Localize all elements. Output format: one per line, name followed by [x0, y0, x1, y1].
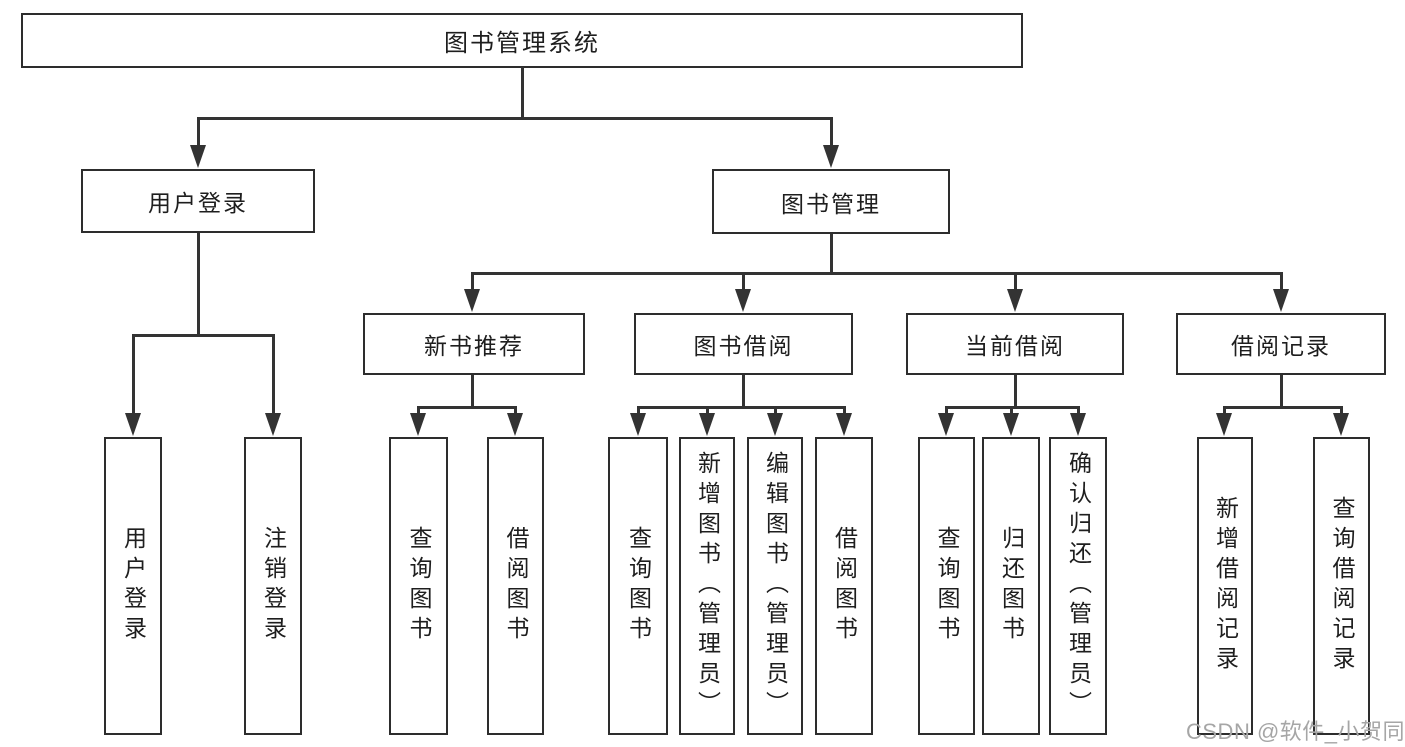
- connector-to-user-login: [197, 117, 200, 149]
- connector-recommend-leaf2: [514, 406, 517, 417]
- leaf-query-books-current: 查询图书: [918, 437, 975, 735]
- leaf-user-login: 用户登录: [104, 437, 162, 735]
- node-book-management: 图书管理: [712, 169, 950, 234]
- csdn-watermark: CSDN @软件_小贺同学: [1186, 719, 1405, 744]
- leaf-add-books-admin: 新增图书（管理员）: [679, 437, 735, 735]
- connector-borrow-leaf4: [843, 406, 846, 417]
- connector-current-leaf3: [1077, 406, 1080, 417]
- connector-borrow-leaf1: [637, 406, 640, 417]
- arrowhead-current-borrow: [1006, 289, 1023, 312]
- connector-borrow-leaf3: [774, 406, 777, 417]
- arrowhead-recommend-leaf1: [409, 413, 426, 436]
- connector-to-borrow-records: [1280, 272, 1283, 293]
- connector-to-book-mgmt: [830, 117, 833, 149]
- leaf-logout: 注销登录: [244, 437, 302, 735]
- arrowhead-user-login: [189, 145, 206, 168]
- connector-records-leaf1: [1223, 406, 1226, 417]
- leaf-add-borrow-record: 新增借阅记录: [1197, 437, 1253, 735]
- connector-login-leaf2: [272, 334, 275, 416]
- connector-to-new-recommend: [471, 272, 474, 293]
- leaf-query-books-borrow: 查询图书: [608, 437, 668, 735]
- connector-recommend-split: [417, 406, 516, 409]
- arrowhead-recommend-leaf2: [506, 413, 523, 436]
- connector-to-book-borrow: [742, 272, 745, 293]
- connector-mgmt-stem: [830, 234, 833, 274]
- arrowhead-new-recommend: [463, 289, 480, 312]
- connector-borrow-stem: [742, 375, 745, 408]
- leaf-return-books: 归还图书: [982, 437, 1040, 735]
- leaf-query-books-recommend: 查询图书: [389, 437, 448, 735]
- connector-records-leaf2: [1340, 406, 1343, 417]
- node-library-system: 图书管理系统: [21, 13, 1023, 68]
- arrowhead-borrow-leaf4: [835, 413, 852, 436]
- leaf-borrow-books-recommend: 借阅图书: [487, 437, 544, 735]
- arrowhead-login-leaf2: [264, 413, 281, 436]
- leaf-query-borrow-record: 查询借阅记录: [1313, 437, 1370, 735]
- arrowhead-borrow-leaf3: [766, 413, 783, 436]
- node-current-borrow: 当前借阅: [906, 313, 1124, 375]
- connector-current-leaf1: [945, 406, 948, 417]
- connector-login-split: [132, 334, 274, 337]
- connector-borrow-split: [637, 406, 845, 409]
- connector-records-stem: [1280, 375, 1283, 408]
- arrowhead-records-leaf1: [1215, 413, 1232, 436]
- connector-borrow-leaf2: [706, 406, 709, 417]
- node-book-borrow: 图书借阅: [634, 313, 853, 375]
- arrowhead-book-mgmt: [822, 145, 839, 168]
- arrowhead-borrow-records: [1272, 289, 1289, 312]
- node-user-login: 用户登录: [81, 169, 315, 233]
- connector-recommend-leaf1: [417, 406, 420, 417]
- arrowhead-current-leaf1: [937, 413, 954, 436]
- leaf-borrow-books: 借阅图书: [815, 437, 873, 735]
- connector-recommend-stem: [471, 375, 474, 408]
- arrowhead-borrow-leaf1: [629, 413, 646, 436]
- arrowhead-book-borrow: [734, 289, 751, 312]
- connector-mgmt-split: [471, 272, 1282, 275]
- leaf-confirm-return-admin: 确认归还（管理员）: [1049, 437, 1107, 735]
- node-borrow-records: 借阅记录: [1176, 313, 1386, 375]
- connector-login-leaf1: [132, 334, 135, 416]
- leaf-edit-books-admin: 编辑图书（管理员）: [747, 437, 803, 735]
- connector-to-current-borrow: [1014, 272, 1017, 293]
- node-new-book-recommend: 新书推荐: [363, 313, 585, 375]
- arrowhead-login-leaf1: [124, 413, 141, 436]
- connector-root-split: [197, 117, 832, 120]
- arrowhead-current-leaf2: [1002, 413, 1019, 436]
- arrowhead-borrow-leaf2: [698, 413, 715, 436]
- connector-login-stem: [197, 233, 200, 336]
- connector-records-split: [1223, 406, 1342, 409]
- connector-current-leaf2: [1010, 406, 1013, 417]
- connector-root-stem: [521, 67, 524, 119]
- connector-current-stem: [1014, 375, 1017, 408]
- arrowhead-records-leaf2: [1332, 413, 1349, 436]
- arrowhead-current-leaf3: [1069, 413, 1086, 436]
